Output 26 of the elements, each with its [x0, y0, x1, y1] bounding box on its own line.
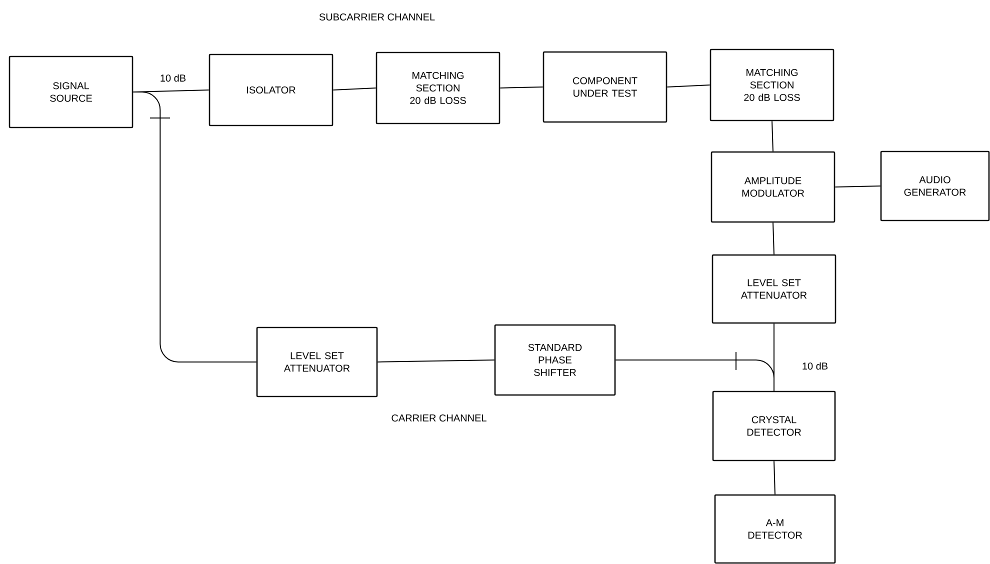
block-box: LEVEL SET ATTENUATOR	[712, 254, 836, 324]
connector-line	[834, 186, 881, 188]
connector-line	[377, 359, 495, 362]
block-box: ISOLATOR	[208, 54, 334, 126]
block-box: MATCHING SECTION 20 dB LOSS	[710, 48, 834, 122]
connector-line	[772, 120, 774, 152]
connector-line	[132, 92, 257, 362]
text-label: 10 dB	[802, 362, 828, 370]
text-label: 10 dB	[160, 74, 186, 82]
block-box: A-M DETECTOR	[714, 494, 836, 564]
block-box: SIGNAL SOURCE	[8, 56, 134, 128]
block-box: MATCHING SECTION 20 dB LOSS	[376, 52, 500, 124]
block-box: AMPLITUDE MODULATOR	[710, 151, 836, 223]
connector-line	[615, 359, 774, 392]
block-box: COMPONENT UNDER TEST	[542, 51, 668, 123]
connector-line	[774, 460, 776, 495]
connector-line	[772, 222, 774, 255]
connector-line	[666, 84, 710, 88]
block-box: CRYSTAL DETECTOR	[712, 390, 836, 462]
block-box: LEVEL SET ATTENUATOR	[256, 326, 378, 398]
connector-line	[332, 88, 376, 90]
block-box: STANDARD PHASE SHIFTER	[494, 324, 616, 396]
block-box: AUDIO GENERATOR	[880, 150, 990, 222]
text-label: CARRIER CHANNEL	[392, 414, 486, 422]
text-label: SUBCARRIER CHANNEL	[319, 13, 435, 21]
connector-line	[500, 86, 544, 88]
